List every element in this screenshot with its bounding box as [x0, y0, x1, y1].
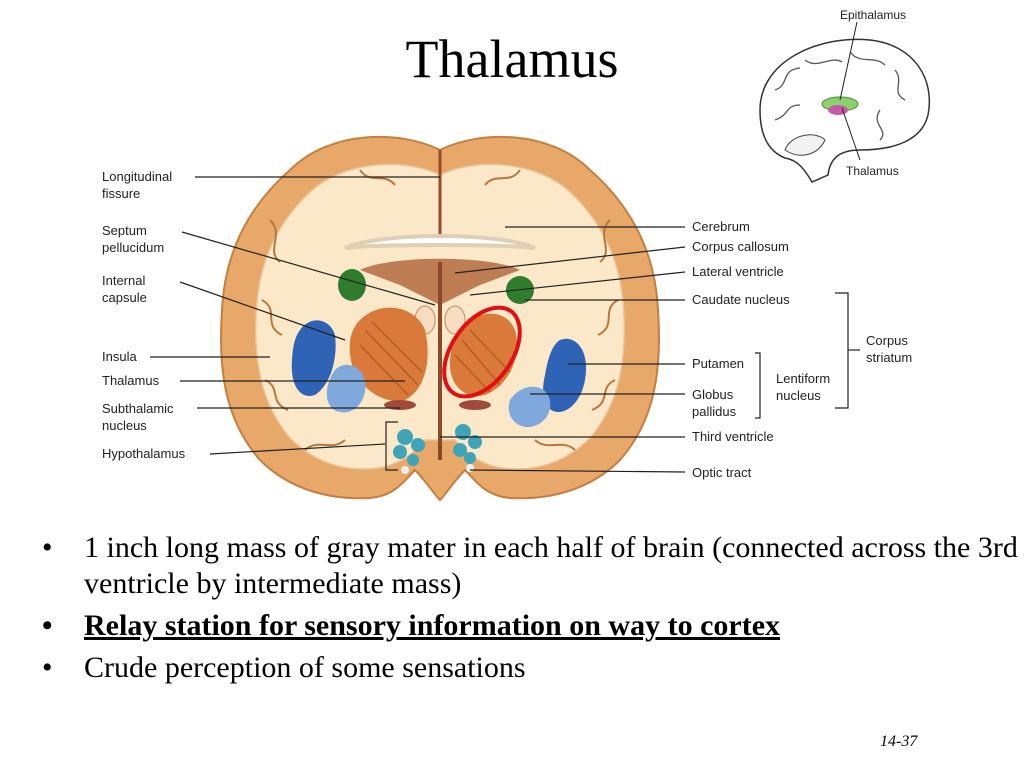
label-septum-2: pellucidum: [102, 240, 164, 255]
globus-pallidus-left: [326, 364, 366, 413]
label-caudate-nucleus: Caudate nucleus: [692, 292, 790, 307]
label-corpus-callosum: Corpus callosum: [692, 239, 789, 254]
bullet-text: Crude perception of some sensations: [84, 651, 526, 684]
brain-coronal-diagram: Longitudinal fissure Septum pellucidum I…: [102, 8, 931, 502]
label-longitudinal-1: Longitudinal: [102, 169, 172, 184]
label-globus-1: Globus: [692, 387, 734, 402]
hypothalamus: [393, 424, 482, 466]
caudate-nucleus-left: [338, 269, 366, 301]
label-cerebrum: Cerebrum: [692, 219, 750, 234]
left-labels: Longitudinal fissure Septum pellucidum I…: [102, 169, 186, 461]
bullet-text: Relay station for sensory information on…: [84, 609, 781, 642]
label-subthalamic-2: nucleus: [102, 418, 147, 433]
right-labels: Cerebrum Corpus callosum Lateral ventric…: [692, 219, 912, 480]
label-thalamus: Thalamus: [102, 373, 160, 388]
inset-sagittal-brain: Epithalamus Thalamus: [759, 8, 931, 183]
label-globus-2: pallidus: [692, 404, 737, 419]
label-lentiform-2: nucleus: [776, 388, 821, 403]
page-number: 14-37: [880, 733, 918, 750]
left-leader-lines: [150, 176, 440, 471]
label-longitudinal-2: fissure: [102, 186, 140, 201]
label-corpus-striatum-1: Corpus: [866, 333, 908, 348]
globus-pallidus-right: [508, 386, 551, 428]
bullet-dot: •: [42, 609, 53, 642]
brain-section: [219, 135, 661, 502]
putamen-left: [291, 320, 336, 396]
thalamus-highlight-circle: [442, 305, 522, 399]
bullet-list: • 1 inch long mass of gray mater in each…: [42, 530, 1022, 692]
label-internal-2: capsule: [102, 290, 147, 305]
bullet-dot: •: [42, 531, 53, 564]
slide-title: Thalamus: [405, 29, 619, 89]
label-lentiform-1: Lentiform: [776, 371, 830, 386]
label-corpus-striatum-2: striatum: [866, 350, 912, 365]
label-septum-1: Septum: [102, 223, 147, 238]
bullet-dot: •: [42, 651, 53, 684]
label-internal-1: Internal: [102, 273, 145, 288]
inset-label-thalamus: Thalamus: [846, 164, 899, 178]
bullet-text: 1 inch long mass of gray mater in each h…: [84, 531, 1018, 600]
bullet-item: • Crude perception of some sensations: [42, 650, 1022, 686]
label-optic-tract: Optic tract: [692, 465, 752, 480]
label-third-ventricle: Third ventricle: [692, 429, 774, 444]
bullet-item: • 1 inch long mass of gray mater in each…: [42, 530, 1022, 602]
corpus-callosum: [344, 234, 536, 250]
label-hypothalamus: Hypothalamus: [102, 446, 186, 461]
label-putamen: Putamen: [692, 356, 744, 371]
label-insula: Insula: [102, 349, 137, 364]
bullet-item-emphasis: • Relay station for sensory information …: [42, 608, 1022, 644]
right-leader-lines: [440, 226, 860, 473]
label-lateral-ventricle: Lateral ventricle: [692, 264, 784, 279]
inset-label-epithalamus: Epithalamus: [840, 8, 906, 22]
label-subthalamic-1: Subthalamic: [102, 401, 174, 416]
